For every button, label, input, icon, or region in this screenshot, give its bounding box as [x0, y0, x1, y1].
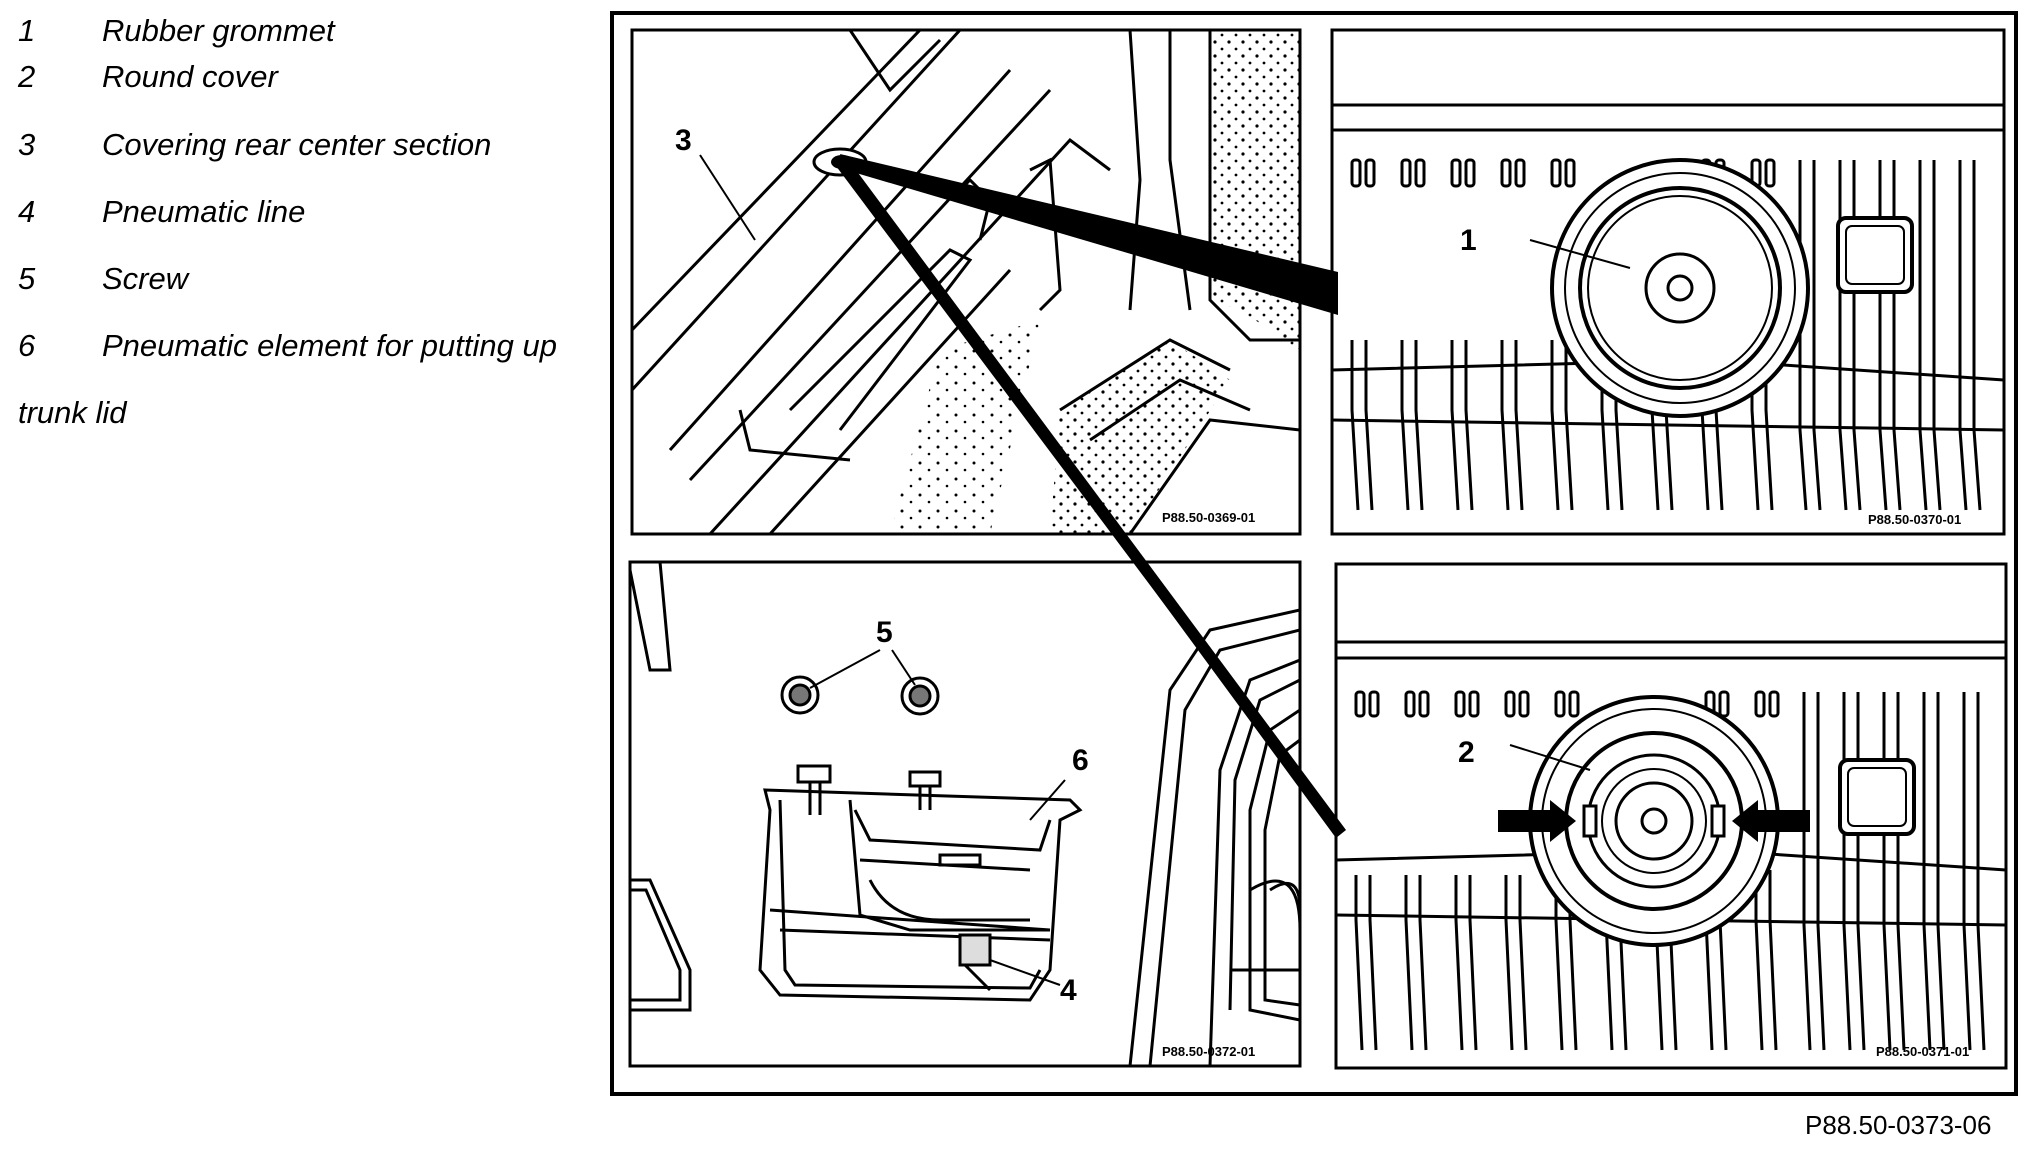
panel-bottom-left-border: [628, 560, 1302, 1068]
callout-1: 1: [1460, 224, 1477, 257]
panel-code-top-left: P88.50-0369-01: [1162, 510, 1255, 525]
callout-5: 5: [876, 616, 893, 649]
panel-code-bottom-right: P88.50-0371-01: [1876, 1044, 1969, 1059]
panel-bottom-right: [1336, 564, 2006, 1068]
callout-3: 3: [675, 124, 692, 157]
legend-number: 5: [18, 261, 36, 296]
callout-6: 6: [1072, 744, 1089, 777]
legend-number: 6: [18, 328, 36, 363]
legend-label: Screw: [102, 261, 189, 296]
legend-label: Rubber grommet: [102, 13, 335, 48]
legend-label: Covering rear center section: [102, 127, 492, 162]
legend-number: 3: [18, 127, 36, 162]
legend-number: 1: [18, 13, 36, 48]
technical-figure: 3 P88.50-0369-01: [610, 10, 2020, 1100]
parts-legend: 1 Rubber grommet 2 Round cover 3 Coverin…: [18, 13, 557, 430]
panel-bottom-right-border: [1334, 562, 2008, 1070]
panel-bottom-left: [630, 562, 1300, 1066]
legend-label: Pneumatic line: [102, 194, 306, 229]
legend-label: Round cover: [102, 59, 278, 94]
legend-number: 4: [18, 194, 36, 229]
panel-code-bottom-left: P88.50-0372-01: [1162, 1044, 1255, 1059]
callout-4: 4: [1060, 974, 1077, 1007]
panel-code-top-right: P88.50-0370-01: [1868, 512, 1961, 527]
zoom-connectors: [834, 154, 1346, 838]
legend-number: 2: [18, 59, 36, 94]
legend-label: Pneumatic element for putting up: [102, 328, 557, 363]
panel-top-right: [1332, 30, 2004, 534]
panel-top-left: [632, 30, 1300, 534]
callout-2: 2: [1458, 736, 1475, 769]
figure-code: P88.50-0373-06: [1805, 1110, 1992, 1140]
